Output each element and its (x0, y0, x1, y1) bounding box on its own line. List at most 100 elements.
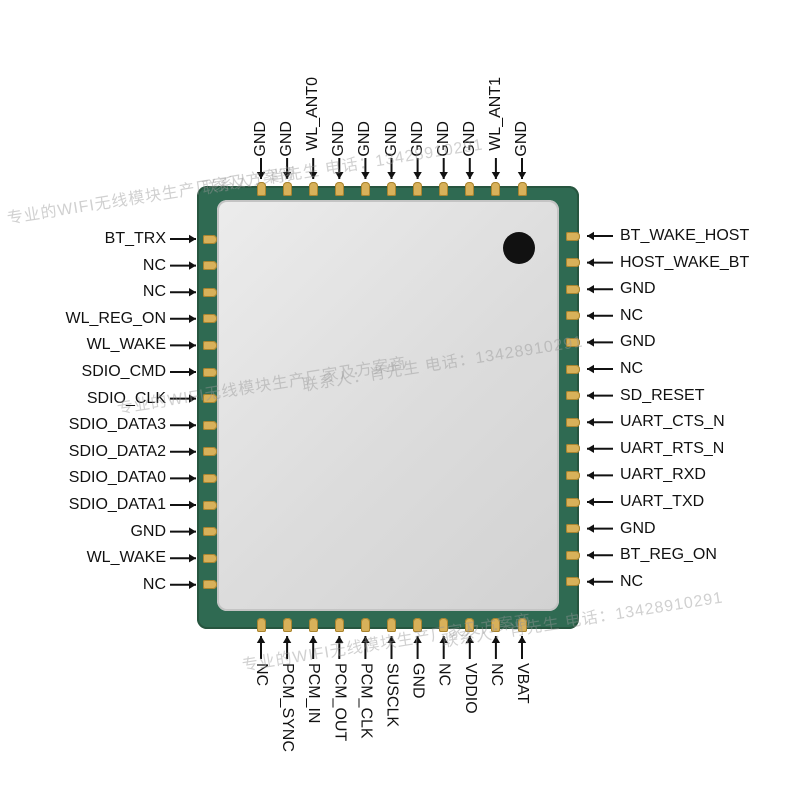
right-pin-2-pad (566, 258, 580, 268)
left-pin-13-arrow-head (189, 554, 196, 563)
left-pin-9-arrow-head (189, 447, 196, 456)
right-pin-8-label: UART_CTS_N (620, 413, 725, 431)
top-pin-8-pad (439, 182, 449, 196)
right-pin-10-pad (566, 470, 580, 480)
bottom-pin-10-label: NC (487, 663, 505, 687)
top-pin-6-pad (387, 182, 396, 196)
left-pin-2-label: NC (142, 256, 166, 274)
bottom-pin-1-arrow-head (256, 636, 266, 643)
top-pin-11-label: GND (513, 121, 530, 157)
left-pin-5-pad (203, 340, 217, 350)
right-pin-1-pad (566, 231, 580, 241)
left-pin-14-label: NC (142, 575, 166, 593)
top-pin-10-label: WL_ANT1 (486, 76, 504, 151)
right-pin-9-pad (566, 444, 580, 454)
left-pin-1-pad (203, 234, 217, 244)
left-pin-9-label: SDIO_DATA2 (68, 442, 166, 460)
left-pin-11-pad (203, 500, 217, 510)
left-pin-3-arrow-head (189, 288, 196, 297)
right-pin-5-arrow-head (587, 338, 594, 347)
left-pin-10-label: SDIO_DATA0 (68, 469, 166, 487)
right-pin-6-label: NC (620, 360, 644, 377)
left-pin-11-arrow-head (189, 500, 196, 510)
bottom-pin-4-label: PCM_OUT (331, 663, 349, 742)
right-pin-5-pad (566, 337, 580, 347)
top-pin-7-pad (413, 182, 423, 196)
left-pin-1-label: BT_TRX (104, 230, 166, 247)
right-pin-14-pad (566, 577, 580, 587)
top-pin-6-arrow-head (387, 172, 396, 179)
right-pin-4-arrow-head (587, 311, 594, 320)
right-pin-5-label: GND (620, 333, 656, 351)
left-pin-3-pad (203, 287, 217, 297)
bottom-pin-3-arrow-head (309, 636, 318, 643)
right-pin-13-pad (566, 550, 580, 560)
left-pin-8-pad (203, 420, 217, 430)
bottom-pin-2-label: PCM_SYNC (279, 663, 297, 752)
bottom-pin-1-label: NC (253, 663, 270, 687)
bottom-pin-10-arrow-head (491, 636, 501, 643)
top-pin-3-pad (308, 182, 318, 196)
left-pin-10-arrow-head (189, 474, 196, 483)
left-pin-4-arrow-head (189, 314, 196, 323)
right-pin-2-arrow-head (587, 258, 594, 267)
right-pin-3-pad (566, 284, 580, 294)
right-pin-1-label: BT_WAKE_HOST (620, 227, 750, 244)
bottom-pin-7-pad (413, 618, 423, 632)
bottom-pin-4-pad (334, 618, 344, 632)
bottom-pin-4-arrow-head (335, 636, 344, 643)
top-pin-3-label: WL_ANT0 (304, 76, 322, 151)
bottom-pin-5-arrow-head (361, 636, 370, 643)
bottom-pin-7-label: GND (409, 663, 427, 699)
right-pin-2-label: HOST_WAKE_BT (620, 253, 750, 271)
left-pin-2-arrow-head (189, 261, 196, 270)
bottom-pin-8-label: NC (435, 663, 453, 687)
left-pin-7-label: SDIO_CLK (86, 389, 166, 407)
left-pin-13-pad (203, 553, 217, 563)
right-pin-12-pad (566, 524, 580, 534)
right-pin-8-arrow-head (587, 418, 594, 427)
right-pin-8-pad (566, 417, 580, 427)
left-pin-5-label: WL_WAKE (86, 336, 166, 354)
right-pin-11-pad (566, 497, 580, 507)
bottom-pin-3-pad (308, 618, 318, 632)
top-pin-2-label: GND (278, 121, 296, 157)
bottom-pin-9-arrow-head (465, 636, 474, 643)
bottom-pin-2-pad (282, 618, 292, 632)
top-pin-1-arrow-head (256, 172, 266, 179)
top-pin-7-arrow-head (413, 172, 422, 179)
top-pin-3-arrow-head (309, 172, 318, 179)
left-pin-13-label: WL_WAKE (86, 549, 166, 567)
left-pin-10-pad (203, 473, 217, 483)
left-pin-9-pad (203, 447, 217, 457)
top-pin-4-pad (334, 182, 344, 196)
right-pin-1-arrow-head (587, 231, 594, 241)
top-pin-11-pad (517, 182, 527, 196)
bottom-pin-6-label: SUSCLK (383, 663, 401, 728)
right-pin-13-arrow-head (587, 551, 594, 560)
bottom-pin-10-pad (491, 618, 501, 632)
right-pin-3-label: GND (620, 280, 656, 298)
left-pin-6-arrow-head (189, 367, 196, 377)
right-pin-13-label: BT_REG_ON (620, 546, 717, 564)
bottom-pin-5-pad (360, 618, 370, 632)
top-pin-8-arrow-head (439, 172, 448, 179)
right-pin-10-label: UART_RXD (620, 466, 706, 484)
top-pin-2-pad (282, 182, 292, 196)
left-pin-1-arrow-head (189, 234, 196, 244)
right-pin-7-arrow-head (587, 391, 594, 400)
right-pin-6-arrow-head (587, 364, 594, 374)
right-pin-11-label: UART_TXD (620, 493, 705, 510)
right-pin-3-arrow-head (587, 285, 594, 294)
right-pin-14-arrow-head (587, 577, 594, 586)
bottom-pin-8-arrow-head (439, 636, 448, 643)
bottom-pin-2-arrow-head (282, 636, 292, 643)
left-pin-6-pad (203, 367, 217, 377)
right-pin-6-pad (566, 364, 580, 374)
left-pin-12-label: GND (130, 522, 166, 540)
left-pin-8-arrow-head (189, 421, 196, 430)
top-pin-9-arrow-head (465, 172, 474, 179)
left-pin-6-label: SDIO_CMD (81, 363, 166, 380)
top-pin-9-pad (465, 182, 475, 196)
